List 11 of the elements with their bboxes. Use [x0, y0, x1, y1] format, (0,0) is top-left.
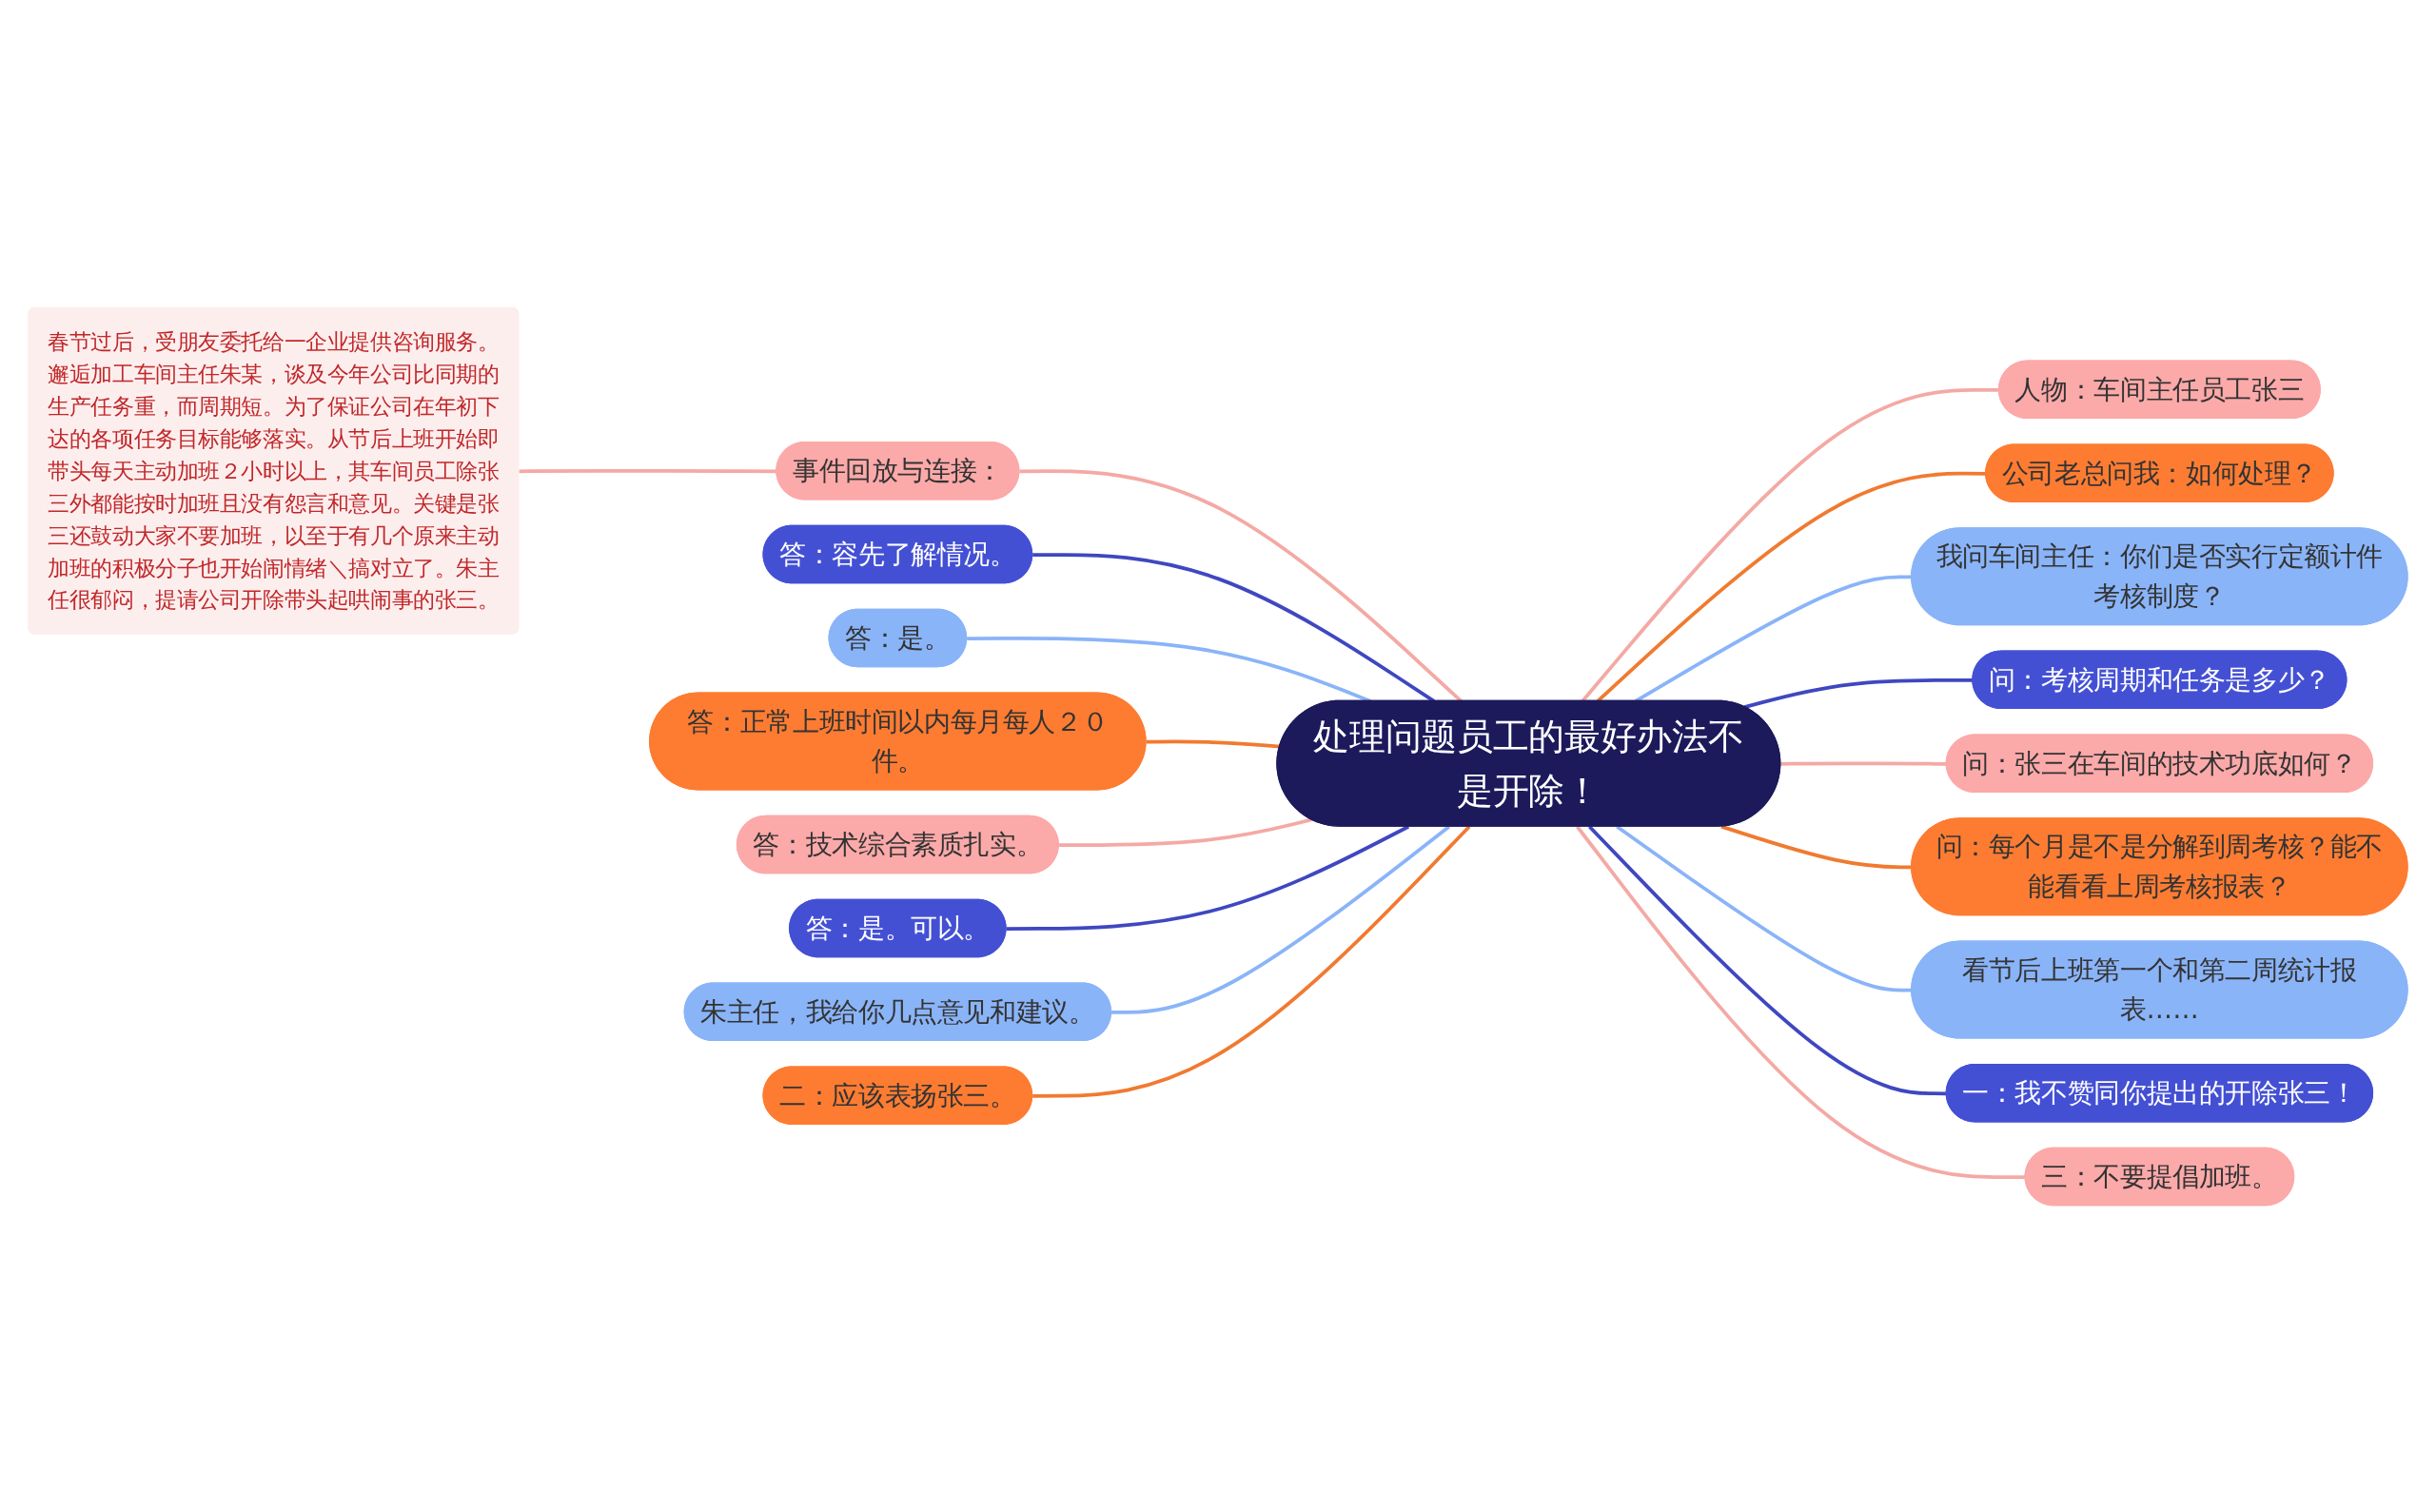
connector	[1006, 824, 1409, 931]
connector	[1058, 817, 1312, 847]
connector	[1111, 824, 1450, 1014]
connector	[1576, 825, 2026, 1179]
connector	[1743, 677, 1974, 709]
connector	[1616, 824, 1913, 992]
connector	[1588, 824, 1947, 1095]
connector	[1780, 761, 1947, 766]
connector	[1032, 824, 1471, 1098]
connector	[1146, 739, 1281, 748]
connector	[1720, 824, 1913, 869]
